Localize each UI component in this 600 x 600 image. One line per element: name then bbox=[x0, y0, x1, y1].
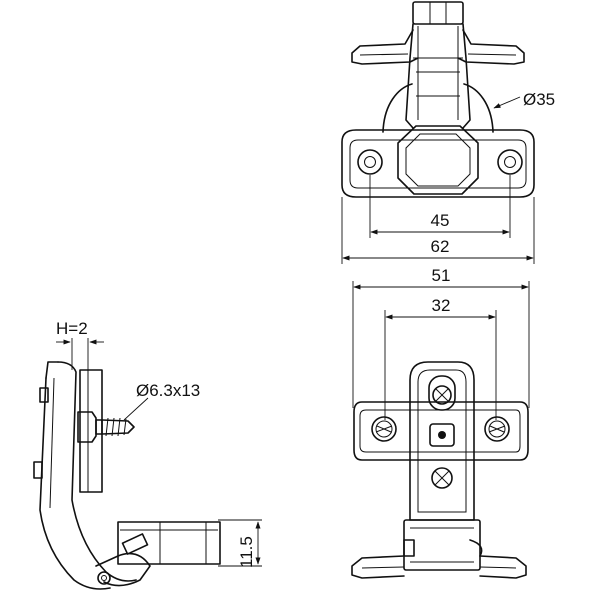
plate-width-top-label: 62 bbox=[431, 237, 450, 256]
top-view-hinge bbox=[341, 1, 535, 198]
screw-size-label: Ø6.3x13 bbox=[136, 381, 200, 400]
side-view-dimensions bbox=[56, 338, 262, 567]
hole-spacing-top-label: 45 bbox=[431, 211, 450, 230]
hole-spacing-bottom-label: 32 bbox=[432, 296, 451, 315]
side-view-hinge bbox=[33, 361, 221, 590]
top-view-dimensions bbox=[341, 96, 535, 264]
cup-diameter-label: Ø35 bbox=[523, 90, 555, 109]
height-label: 11.5 bbox=[237, 536, 256, 568]
overlay-h-label: H=2 bbox=[56, 319, 88, 338]
bottom-view-hinge bbox=[351, 361, 529, 579]
plate-width-bottom-label: 51 bbox=[432, 266, 451, 285]
